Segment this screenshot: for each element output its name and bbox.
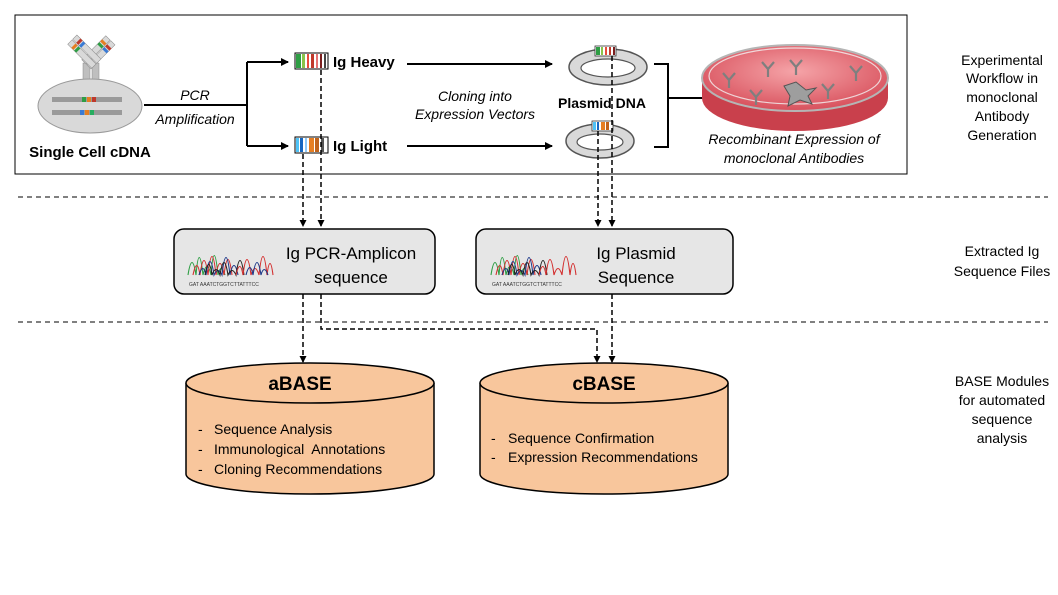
- abase-database: aBASE - Sequence Analysis - Immunologica…: [185, 362, 435, 495]
- pcr-label-line2: Amplification: [154, 111, 235, 127]
- chromatogram-icon: [490, 254, 577, 278]
- abase-item-immunological: Immunological Annotations: [214, 441, 385, 457]
- expression-cell-icon: [783, 81, 818, 107]
- plasmid-sequence-box: GAT AAATCTGGTCTTATTTCC Ig Plasmid Sequen…: [475, 228, 734, 295]
- svg-text:-: -: [491, 449, 496, 465]
- abase-item-cloning: Cloning Recommendations: [214, 461, 382, 477]
- svg-text:for automated: for automated: [959, 392, 1045, 408]
- antibody-icons: [722, 59, 863, 105]
- pcr-label-line1: PCR: [180, 87, 210, 103]
- svg-text:-: -: [198, 421, 203, 437]
- svg-text:Generation: Generation: [967, 127, 1036, 143]
- svg-text:Experimental: Experimental: [961, 52, 1043, 68]
- plasmid-seq-label-line1: Ig Plasmid: [596, 244, 675, 263]
- svg-text:-: -: [198, 441, 203, 457]
- recombinant-label-line1: Recombinant Expression of: [708, 131, 881, 147]
- chromatogram-icon: [187, 254, 274, 278]
- abase-item-sequence-analysis: Sequence Analysis: [214, 421, 332, 437]
- svg-text:Antibody: Antibody: [975, 108, 1029, 124]
- svg-text:Workflow in: Workflow in: [966, 70, 1038, 86]
- svg-text:-: -: [198, 461, 203, 477]
- side-label-modules: BASE Modules for automated sequence anal…: [955, 373, 1049, 446]
- svg-text:sequence: sequence: [972, 411, 1033, 427]
- ig-heavy-gene-icon: [294, 52, 329, 70]
- cbase-item-confirmation: Sequence Confirmation: [508, 430, 654, 446]
- single-cell-label: Single Cell cDNA: [29, 144, 151, 161]
- amplicon-sequence-box: GAT AAATCTGGTCTTATTTCC Ig PCR-Amplicon s…: [173, 228, 436, 295]
- amplicon-label-line2: sequence: [314, 268, 388, 287]
- chromatogram-bases: GAT AAATCTGGTCTTATTTCC: [492, 282, 562, 288]
- petri-dish-illustration: [701, 44, 889, 131]
- workflow-frame: [14, 14, 908, 175]
- plasmid-dna-label: Plasmid DNA: [558, 95, 646, 111]
- svg-text:monoclonal: monoclonal: [966, 89, 1038, 105]
- side-label-files: Extracted Ig Sequence Files: [954, 243, 1051, 279]
- cbase-title: cBASE: [572, 374, 635, 395]
- dashed-arrow-amplicon-to-cbase: [320, 294, 601, 363]
- cloning-label-line2: Expression Vectors: [415, 106, 535, 122]
- cell-body: [37, 78, 143, 134]
- cloning-label-line1: Cloning into: [438, 88, 512, 104]
- plasmid-heavy-icon: [568, 45, 648, 86]
- ig-heavy-label: Ig Heavy: [333, 54, 395, 71]
- svg-text:analysis: analysis: [977, 430, 1028, 446]
- plasmid-merge-bracket: [654, 63, 669, 148]
- cdna-strands-icon: [52, 97, 122, 115]
- chromatogram-bases: GAT AAATCTGGTCTTATTTCC: [189, 282, 259, 288]
- svg-text:-: -: [491, 430, 496, 446]
- svg-text:Sequence Files: Sequence Files: [954, 263, 1051, 279]
- single-cell-illustration: [37, 34, 143, 134]
- cbase-item-expression: Expression Recommendations: [508, 449, 698, 465]
- abase-title: aBASE: [268, 374, 331, 395]
- svg-text:BASE Modules: BASE Modules: [955, 373, 1049, 389]
- svg-text:Extracted Ig: Extracted Ig: [965, 243, 1040, 259]
- ig-light-gene-icon: [294, 136, 329, 154]
- amplicon-label-line1: Ig PCR-Amplicon: [286, 244, 416, 263]
- plasmid-light-icon: [565, 120, 635, 159]
- plasmid-seq-label-line2: Sequence: [598, 268, 675, 287]
- recombinant-label-line2: monoclonal Antibodies: [724, 150, 864, 166]
- cbase-database: cBASE - Sequence Confirmation - Expressi…: [479, 362, 729, 495]
- side-label-workflow: Experimental Workflow in monoclonal Anti…: [961, 52, 1043, 143]
- ig-light-label: Ig Light: [333, 138, 387, 155]
- cell-antibody-icon: [67, 34, 116, 86]
